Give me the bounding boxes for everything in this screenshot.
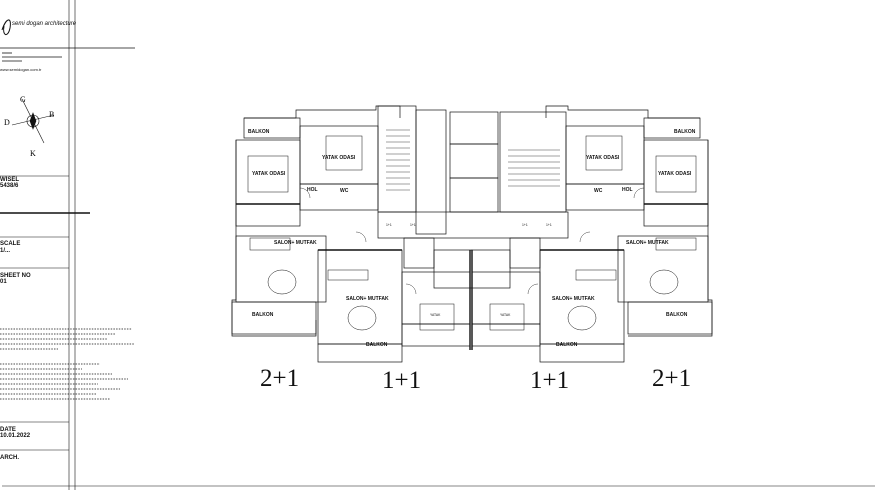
room-label-balcony: BALKON <box>366 342 388 348</box>
furniture <box>247 135 697 331</box>
drawing-code: 5438/6 <box>0 183 19 189</box>
unit-type-label: 2+1 <box>652 365 692 392</box>
room-label-hall: HOL <box>622 187 633 193</box>
room-label-bedroom: YATAK ODASI <box>658 171 692 177</box>
unit-type-label: 1+1 <box>530 367 570 394</box>
compass-west-letter: D <box>4 118 10 127</box>
contact-lines <box>2 52 62 62</box>
room-label-wc: WC <box>594 188 603 194</box>
compass-south-letter: K <box>30 149 36 158</box>
firm-web: www.semidogan.com.tr <box>0 67 42 72</box>
arch-label: ARCH. <box>0 455 19 461</box>
unit-type-label: 1+1 <box>382 367 422 394</box>
room-label-balcony: BALKON <box>252 312 274 318</box>
room-label-bed: YATAK <box>500 313 511 317</box>
room-label-hall: HOL <box>307 187 318 193</box>
room-label-wc: WC <box>340 188 349 194</box>
plan-walls <box>231 105 713 363</box>
sheet-label: SHEET NO <box>0 273 31 279</box>
compass-east-letter: B <box>49 110 54 119</box>
scale-value: 1/... <box>0 248 11 254</box>
room-label-balcony: BALKON <box>666 312 688 318</box>
north-compass-icon <box>11 98 55 144</box>
unit-tag: 1+1 <box>386 223 392 227</box>
scale-label: SCALE <box>0 241 21 247</box>
room-label-living-kitchen: SALON+ MUTFAK <box>274 240 317 246</box>
room-label-balcony: BALKON <box>248 129 270 135</box>
room-label-bed: YATAK <box>430 313 441 317</box>
drawing-label: WISEL <box>0 177 19 183</box>
unit-tag: 1+1 <box>522 223 528 227</box>
notes-block <box>0 328 135 400</box>
compass-north-letter: G <box>20 95 26 104</box>
door-swings <box>299 187 645 295</box>
room-label-living-kitchen: SALON+ MUTFAK <box>552 296 595 302</box>
firm-name: semi dogan architecture <box>12 21 77 27</box>
room-label-bedroom: YATAK ODASI <box>586 155 620 161</box>
stairs <box>386 129 560 191</box>
room-label-balcony: BALKON <box>674 129 696 135</box>
sheet-value: 01 <box>0 279 7 285</box>
room-label-living-kitchen: SALON+ MUTFAK <box>626 240 669 246</box>
room-label-bedroom: YATAK ODASI <box>322 155 356 161</box>
firm-logo-icon <box>1 19 11 35</box>
unit-type-label: 2+1 <box>260 365 300 392</box>
plan-wall-heavy <box>236 203 708 350</box>
room-label-bedroom: YATAK ODASI <box>252 171 286 177</box>
date-label: DATE <box>0 427 16 433</box>
room-label-balcony: BALKON <box>556 342 578 348</box>
unit-tag: 1+1 <box>410 223 416 227</box>
date-value: 10.01.2022 <box>0 433 31 439</box>
unit-tag: 1+1 <box>546 223 552 227</box>
room-label-living-kitchen: SALON+ MUTFAK <box>346 296 389 302</box>
